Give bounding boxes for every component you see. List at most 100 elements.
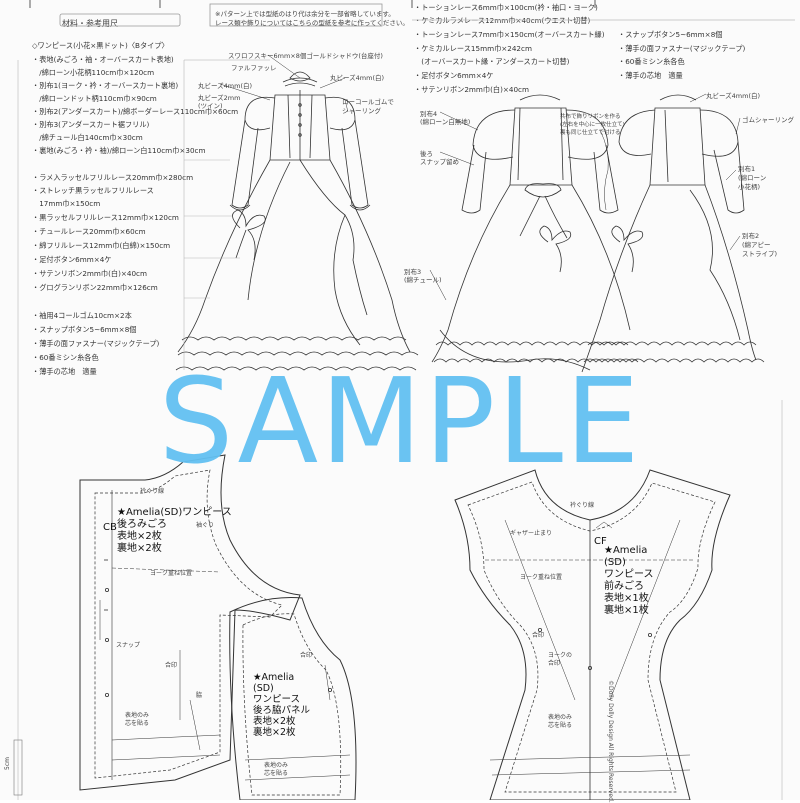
callout-label: (ツイン)	[198, 102, 223, 110]
material-item: ・別布1(ヨーク・衿・オーバースカート裏地)	[32, 81, 179, 90]
pattern-mark: スナップ	[116, 642, 141, 649]
callout-label: 別布4	[420, 110, 438, 118]
pattern-name: ★Amelia(SD)ワンピース	[117, 507, 232, 518]
pattern-piece: 前みごろ	[604, 581, 644, 592]
material-item: ・ストレッチ黒ラッセルフリルレース	[32, 186, 154, 195]
pattern-cut-count: 表地×2枚	[117, 531, 162, 542]
pattern-cut-count: 表地×2枚	[253, 716, 296, 727]
callout-label: 別布3	[404, 268, 422, 276]
material-item: ・薄手の芯地 適量	[32, 367, 97, 376]
material-item: ◇ワンピース(小花×黒ドット)〈Bタイプ〉	[32, 41, 169, 50]
callout-label: 後ろ	[420, 150, 433, 158]
callout-label: 丸ビーズ4mm(白)	[706, 92, 761, 100]
pattern-cut-count: 裏地×1枚	[604, 605, 649, 616]
top-note-2: レース類や飾りについてはこちらの型紙を参考に作ってください。	[215, 19, 409, 27]
pattern-piece: 後ろみごろ	[117, 519, 167, 530]
back-bodice-pattern	[79, 454, 301, 791]
material-item: ・薄手の面ファスナー(マジックテープ)	[32, 339, 160, 348]
callout-label: ゴムシャーリング	[742, 116, 794, 124]
pattern-mark: ヨーク重ね位置	[150, 570, 193, 577]
pattern-mark: 表地のみ	[264, 762, 289, 769]
center-back-mark: CB	[103, 522, 117, 533]
pattern-name: ワンピース	[253, 694, 301, 705]
material-item: ・綿フリルレース12mm巾(白綿)×150cm	[32, 241, 171, 250]
material-item: ・スナップボタン5~6mm×8個	[32, 325, 137, 334]
front-dress-illustration	[175, 54, 419, 371]
pattern-mark: 衿ぐり線	[570, 502, 595, 509]
material-item: ・トーションレース7mm巾×150cm(オーバースカート縁)	[414, 30, 605, 39]
back-side-panel-pattern	[229, 597, 357, 800]
pattern-mark: 合印	[548, 660, 561, 667]
material-item: ・別布3(アンダースカート裾フリル)	[32, 120, 150, 129]
copyright-note: ©Dolly Dolly Design All Rights Reserved.	[607, 680, 614, 803]
pattern-mark: 合印	[532, 632, 545, 639]
pattern-piece: 後ろ脇パネル	[253, 705, 311, 716]
back-side-panel-label: ★Amelia (SD) ワンピース 後ろ脇パネル 表地×2枚 裏地×2枚	[253, 672, 310, 738]
callout-label: 別布2	[742, 232, 760, 240]
material-item: ・60番ミシン糸各色	[32, 353, 99, 362]
callout-label: (綿ローン白無地)	[420, 118, 471, 126]
material-item: ・足付ボタン6mm×4ケ	[414, 71, 494, 80]
material-item: /綿ローン小花柄110cm巾×120cm	[32, 68, 155, 77]
scale-label: 5cm	[4, 757, 11, 770]
front-bodice-pattern	[454, 469, 731, 800]
pattern-cut-count: 裏地×2枚	[253, 727, 296, 738]
material-item: ・ラメ入ラッセルフリルレース20mm巾×280cm	[32, 173, 194, 182]
pattern-mark: 芯を貼る	[548, 722, 573, 729]
material-item: ・別布2(アンダースカート)/綿ボーダーレース110cm巾×60cm	[32, 107, 239, 116]
material-item: ・サテンリボン2mm巾(白)×40cm	[32, 269, 147, 278]
material-item: ・ケミカルレース15mm巾×242cm	[414, 44, 532, 53]
pattern-mark: 芯を貼る	[264, 770, 289, 777]
pattern-mark: 袖ぐり	[196, 522, 215, 529]
material-item: ・薄手の芯地 適量	[618, 71, 683, 80]
pattern-mark: 合印	[300, 652, 313, 659]
material-item: ・足付ボタン6mm×4ケ	[32, 255, 112, 264]
material-item: ・表地(みごろ・袖・オーバースカート表地)	[32, 55, 174, 64]
materials-title: 材料・参考用尺	[62, 19, 118, 28]
back-dress-illustration	[429, 93, 765, 373]
pattern-mark: ヨーク重ね位置	[520, 574, 563, 581]
callout-label: (左右を中心に一枚仕立て)	[560, 122, 625, 128]
material-item: ・60番ミシン糸各色	[618, 57, 685, 66]
material-item: ・グログランリボン22mm巾×126cm	[32, 283, 158, 292]
callout-label: (綿アピー	[742, 241, 771, 249]
callout-label: 丸ビーズ2mm	[198, 94, 241, 102]
callout-label: 別布1	[738, 165, 756, 173]
callout-label: (綿ローン	[738, 174, 767, 182]
callout-label: スナップ留め	[420, 158, 459, 166]
pattern-mark: 衿ぐり線	[140, 488, 165, 495]
material-item: /綿ローンドット柄110cm巾×90cm	[32, 94, 157, 103]
callout-label: 小花柄)	[738, 183, 761, 191]
material-item: ・薄手の面ファスナー(マジックテープ)	[618, 44, 746, 53]
back-bodice-label: ★Amelia(SD)ワンピース 後ろみごろ 表地×2枚 裏地×2枚	[117, 507, 232, 555]
front-bodice-label: ★Amelia (SD) ワンピース 前みごろ 表地×1枚 裏地×1枚	[604, 545, 654, 617]
pattern-name: ★Amelia	[253, 672, 295, 683]
top-note-1: ※パターン上では型紙のはり代は余分を一部省略しています。	[215, 10, 395, 18]
material-item: (オーバースカート縁・アンダースカート切替)	[414, 57, 570, 66]
material-item: ・袖用4コールゴム10cm×2本	[32, 311, 132, 320]
callout-label: シャーリング	[342, 107, 381, 115]
pattern-name: ワンピース	[604, 569, 654, 580]
pattern-cut-count: 表地×1枚	[604, 593, 649, 604]
material-item: 17mm巾×150cm	[32, 199, 101, 208]
material-item: ・黒ラッセルフリルレース12mm巾×120cm	[32, 213, 179, 222]
callout-label: ファルファッレ	[231, 64, 277, 72]
pattern-mark: ヨークの	[548, 652, 573, 659]
pattern-mark: 合印	[165, 662, 178, 669]
callout-label: ストライプ)	[742, 250, 778, 258]
pattern-name: (SD)	[253, 683, 274, 694]
material-item: /綿チュール白140cm巾×30cm	[32, 133, 143, 142]
pattern-name: ★Amelia	[604, 545, 648, 556]
center-front-mark: CF	[594, 536, 607, 547]
pattern-cut-count: 裏地×2枚	[117, 543, 162, 554]
pattern-mark: 表地のみ	[548, 714, 573, 721]
pattern-mark: ギャザー止まり	[510, 530, 553, 537]
pattern-name: (SD)	[604, 557, 626, 568]
pattern-mark: 脇	[196, 692, 203, 699]
pattern-mark: 表地のみ	[125, 712, 150, 719]
callout-label: 丸ビーズ4mm(白)	[330, 74, 385, 82]
material-item: ・チュールレース20mm巾×60cm	[32, 227, 146, 236]
callout-label: スワロフスキー6mm×8個ゴールドシャドウ(台座付)	[228, 52, 383, 60]
